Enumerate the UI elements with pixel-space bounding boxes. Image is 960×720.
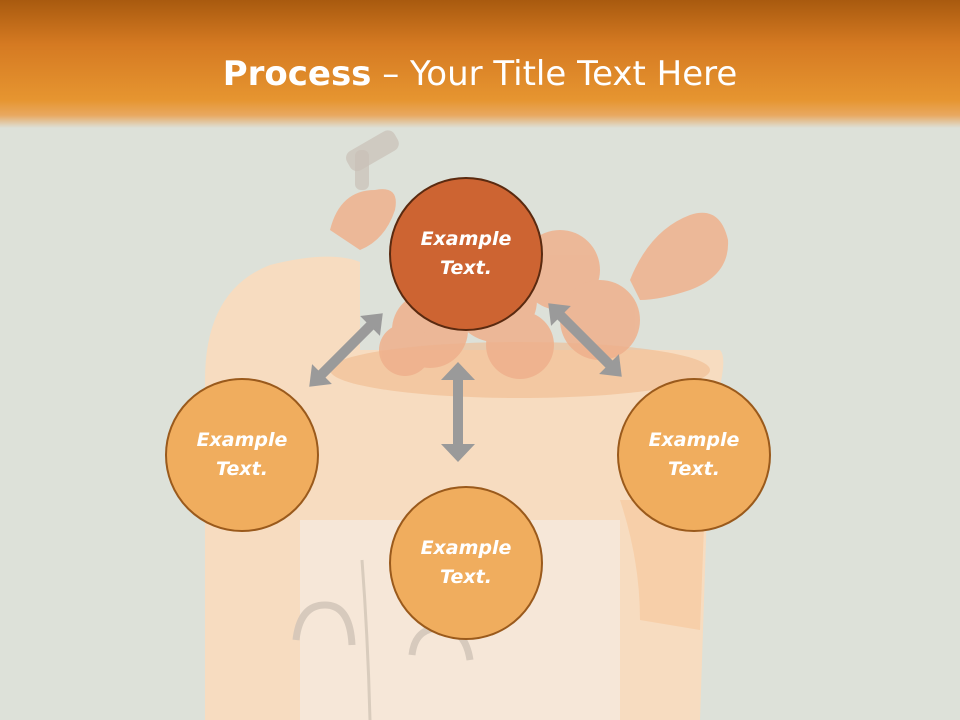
slide-title: Process – Your Title Text Here (0, 52, 960, 96)
arrow-center-left (309, 313, 383, 387)
title-bar (0, 0, 960, 128)
arrow-center-bottom (441, 362, 475, 462)
circle-center: Example Text. (389, 177, 543, 331)
circle-bottom-text: Example Text. (420, 537, 512, 588)
circle-left: Example Text. (165, 378, 319, 532)
title-rest: – Your Title Text Here (371, 54, 738, 94)
circle-bottom: Example Text. (389, 486, 543, 640)
circle-center-text: Example Text. (420, 228, 512, 279)
arrow-center-right (548, 303, 622, 377)
title-bold: Process (222, 54, 372, 94)
circle-right: Example Text. (617, 378, 771, 532)
circle-left-text: Example Text. (196, 429, 288, 480)
circle-right-text: Example Text. (648, 429, 740, 480)
